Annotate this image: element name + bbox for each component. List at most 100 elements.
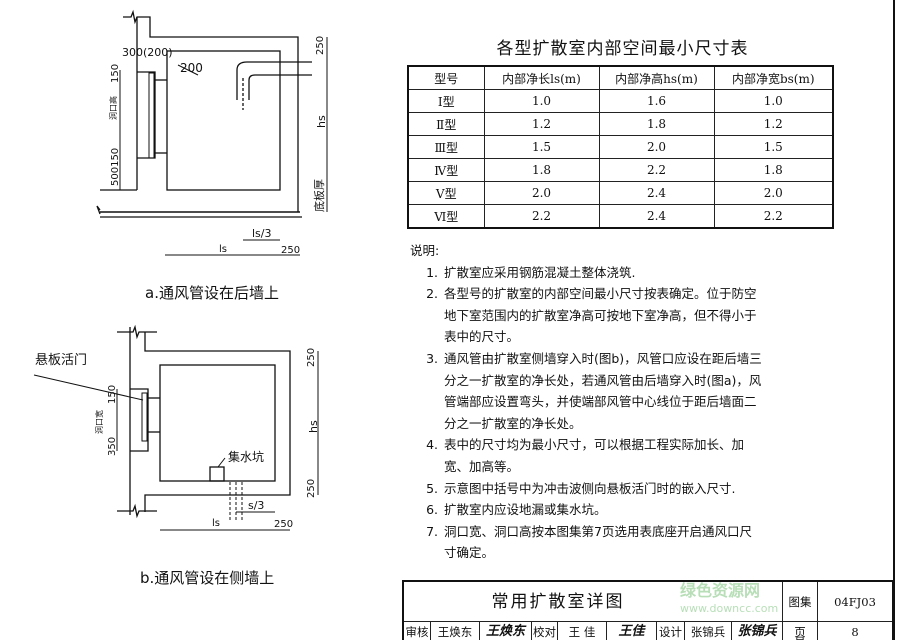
opening-height-label: 洞口高	[108, 96, 118, 120]
note-number: 3.	[426, 350, 438, 366]
header-cell: 内部净长ls(m)	[483, 65, 600, 90]
note-item: 3.通风管由扩散室侧墙穿入时(图b)，风管口应设在距后墙三分之一扩散室的净长处，…	[410, 348, 764, 434]
valve-a	[148, 72, 155, 159]
atlas-number: 04FJ03	[818, 582, 892, 622]
table-cell: 2.0	[713, 181, 834, 205]
header-cell: 型号	[407, 65, 485, 90]
title-block: 常用扩散室详图 图集号 04FJ03 审核 王焕东 王焕东 校对 王 佳 王佳 …	[402, 580, 894, 640]
watermark-url: www.downcc.com	[680, 602, 779, 615]
designer-name: 张锦兵	[685, 622, 732, 640]
table-cell: 2.4	[598, 204, 715, 229]
table-cell: 1.0	[713, 89, 834, 113]
table-cell: 1.2	[713, 112, 834, 136]
opening-width-label: 洞口宽	[94, 410, 104, 434]
table-cell: Ⅵ型	[407, 204, 485, 229]
dim-500-150: 500150	[110, 148, 121, 186]
leader-200-a	[177, 64, 199, 76]
note-text: 扩散室应采用钢筋混凝土整体浇筑.	[444, 264, 636, 280]
note-item: 5. 示意图中括号中为冲击波侧向悬板活门时的嵌入尺寸.	[410, 478, 764, 500]
drawing-a: 300(200) 200 150 洞口高 500150 250 hs 底板厚 l…	[96, 9, 328, 302]
dim-300-200: 300(200)	[122, 46, 173, 59]
dim-250-a-top: 250	[315, 36, 326, 55]
note-number: 6.	[426, 502, 438, 518]
table-cell: 1.8	[713, 158, 834, 182]
table-cell: 1.8	[483, 158, 600, 182]
note-number: 7.	[426, 523, 438, 539]
s-third-b: s/3	[248, 499, 264, 512]
review-label: 审核	[404, 622, 431, 640]
opening-a	[137, 71, 156, 159]
duct-dashes-b	[229, 482, 243, 520]
reviewer-signature: 王焕东	[480, 622, 532, 640]
table-cell: Ⅱ型	[407, 112, 485, 136]
checker-signature: 王佳	[607, 622, 657, 640]
table-cell: 2.0	[598, 135, 715, 159]
table-cell: 1.6	[598, 89, 715, 113]
dim-250-b-top: 250	[306, 348, 317, 367]
designer-signature: 张锦兵	[732, 622, 783, 640]
table-cell: Ⅳ型	[407, 158, 485, 182]
table-cell: 2.2	[713, 204, 834, 229]
note-item: 4.表中的尺寸均为最小尺寸，可以根据工程实际加长、加宽、加高等。	[410, 434, 764, 477]
page-number: 8	[851, 625, 859, 639]
hs-label-a: hs	[315, 115, 328, 128]
table-cell: Ⅰ型	[407, 89, 485, 113]
table-cell: 2.2	[483, 204, 600, 229]
table-cell: 1.8	[598, 112, 715, 136]
note-text: 各型号的扩散室的内部空间最小尺寸按表确定。位于防空地下室范围内的扩散室净高可按地…	[444, 286, 757, 345]
note-text: 示意图中括号中为冲击波侧向悬板活门时的嵌入尺寸.	[444, 480, 736, 496]
dim-250-a-bottom: 250	[281, 245, 300, 256]
note-text: 洞口宽、洞口高按本图集第7页选用表底座开启通风口尺寸确定。	[444, 523, 752, 561]
header-cell: 内部净宽bs(m)	[713, 65, 834, 90]
watermark-logo: 绿色资源网	[680, 581, 761, 600]
chamber-a	[166, 50, 281, 191]
design-label: 设计	[657, 622, 685, 640]
dim-250-b-bottom: 250	[306, 479, 317, 498]
dim-200: 200	[180, 61, 203, 75]
note-number: 1.	[426, 264, 438, 280]
table-cell: 1.0	[483, 89, 600, 113]
sheet-title: 常用扩散室详图	[404, 582, 783, 622]
table-cell: 1.5	[483, 135, 600, 159]
atlas-label: 图集号	[783, 582, 818, 640]
dim-250-b-right: 250	[274, 519, 293, 530]
sump-pit	[209, 466, 225, 482]
notes-heading: 说明:	[410, 243, 440, 258]
ls-label-a: ls	[219, 244, 227, 255]
drawing-b: 悬板活门 洞口宽 150 350 集水坑 250 hs 250 s/3 ls 2…	[33, 324, 320, 587]
hs-label-b: hs	[307, 420, 320, 433]
table-cell: 1.2	[483, 112, 600, 136]
header-cell: 内部净高hs(m)	[598, 65, 715, 90]
note-number: 5.	[426, 480, 438, 496]
reviewer-name: 王焕东	[431, 622, 480, 640]
note-item: 6. 扩散室内应设地漏或集水坑。	[410, 499, 764, 521]
ls-third-a: ls/3	[252, 227, 272, 240]
break-top-b	[117, 324, 157, 340]
caption-a: a.通风管设在后墙上	[145, 284, 279, 302]
valve-b	[141, 392, 148, 442]
table-title: 各型扩散室内部空间最小尺寸表	[496, 39, 749, 59]
ls-label-b: ls	[212, 518, 220, 529]
valve-label: 悬板活门	[35, 353, 87, 368]
table-header-row: 型号 内部净长ls(m) 内部净高hs(m) 内部净宽bs(m)	[407, 65, 834, 90]
leader-sump	[217, 457, 226, 468]
note-text: 扩散室内应设地漏或集水坑。	[444, 502, 607, 518]
break-mark-a	[96, 205, 101, 215]
checker-name: 王 佳	[558, 622, 607, 640]
table-cell: Ⅴ型	[407, 181, 485, 205]
leader-valve	[33, 374, 144, 401]
duct-elbow-a	[236, 61, 312, 100]
table-cell: Ⅲ型	[407, 135, 485, 159]
opening-b	[130, 388, 149, 452]
note-item: 7. 洞口宽、洞口高按本图集第7页选用表底座开启通风口尺寸确定。	[410, 521, 764, 564]
table-cell: 2.0	[483, 181, 600, 205]
note-item: 1. 扩散室应采用钢筋混凝土整体浇筑.	[410, 262, 764, 284]
